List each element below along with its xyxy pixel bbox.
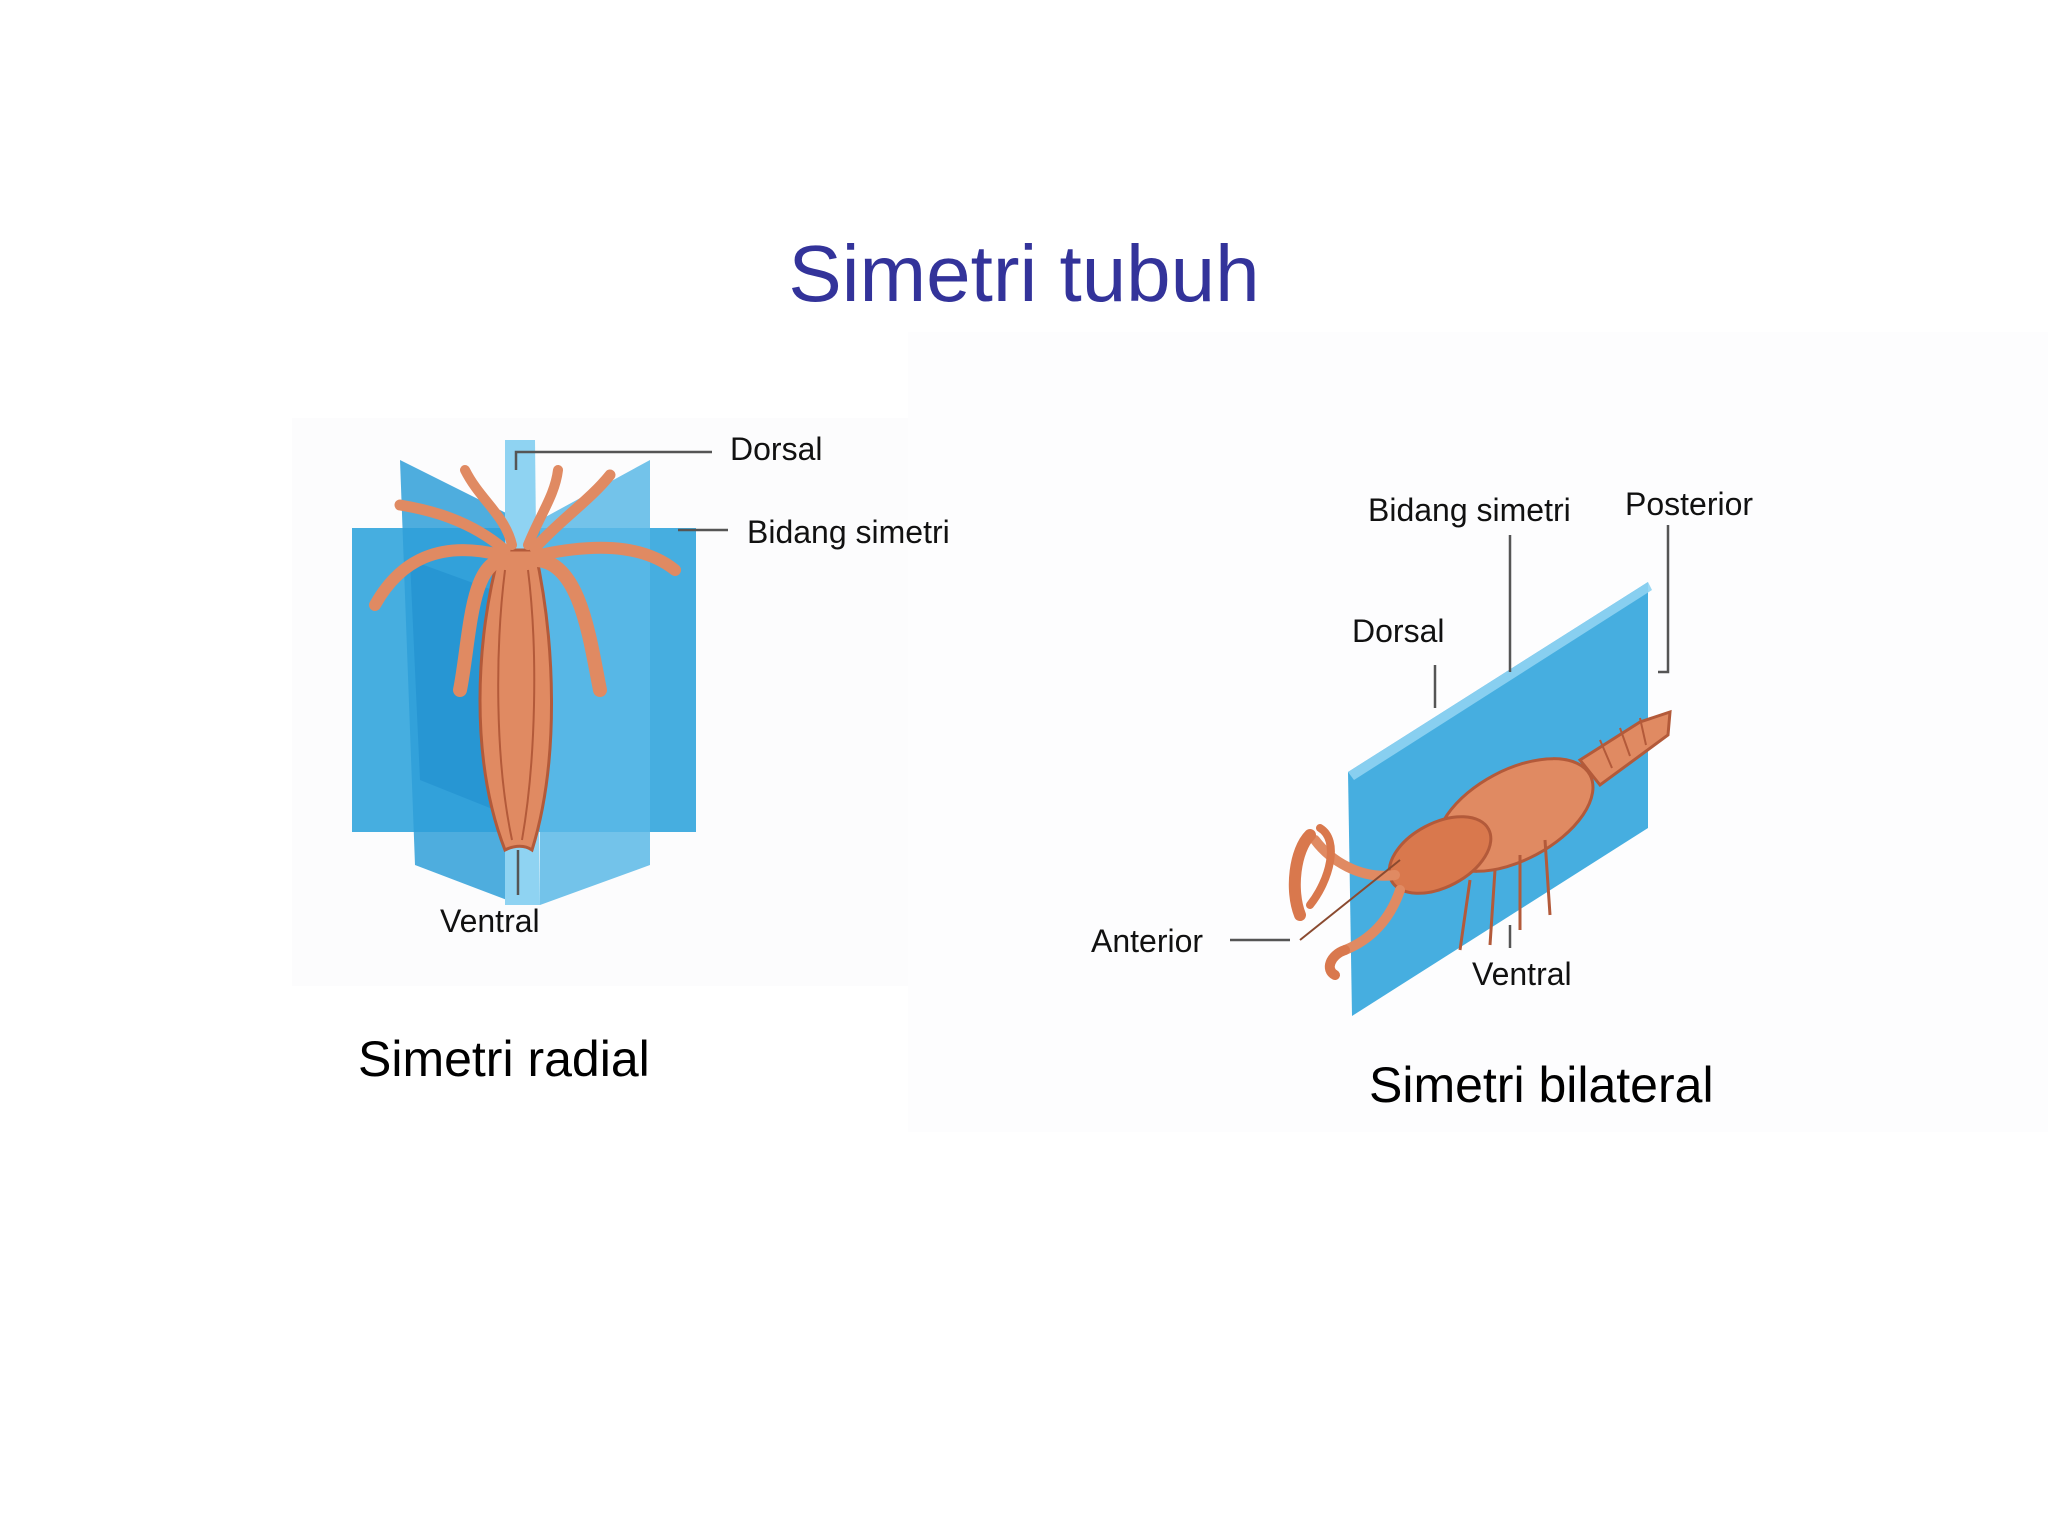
radial-label-ventral: Ventral <box>440 903 540 939</box>
slide-title: Simetri tubuh <box>788 229 1260 318</box>
bilateral-label-plane: Bidang simetri <box>1368 492 1571 528</box>
bilateral-label-ventral: Ventral <box>1472 956 1572 992</box>
bilateral-label-posterior: Posterior <box>1625 486 1754 522</box>
bilateral-label-dorsal: Dorsal <box>1352 613 1445 649</box>
bilateral-leader-lines <box>1230 525 1670 948</box>
bilateral-label-anterior: Anterior <box>1091 923 1204 959</box>
crayfish-icon <box>1288 709 1672 980</box>
sea-anemone-icon <box>369 465 681 853</box>
posterior-leader-line <box>1658 525 1670 674</box>
radial-caption: Simetri radial <box>358 1031 650 1087</box>
radial-label-plane: Bidang simetri <box>747 514 950 550</box>
radial-leader-lines <box>514 450 728 895</box>
radial-label-dorsal: Dorsal <box>730 431 823 467</box>
bilateral-caption: Simetri bilateral <box>1369 1057 1714 1113</box>
plane-top-edge <box>1348 582 1652 780</box>
dorsal-leader-line <box>514 450 712 470</box>
